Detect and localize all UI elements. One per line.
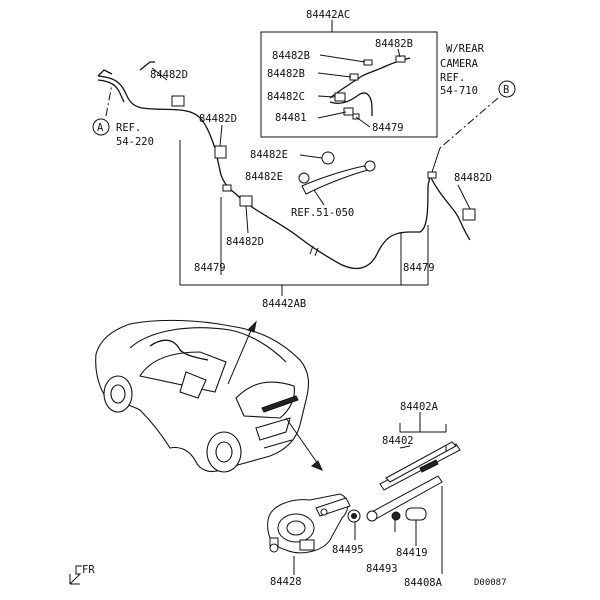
label-ref-a-1: REF. [116,122,141,134]
nozzle-84479-top [352,113,360,120]
label-circle-b: B [503,84,509,96]
label-84442ac: 84442AC [306,9,350,21]
label-w-rear-4: 54-710 [440,85,478,97]
label-84419: 84419 [396,547,428,559]
clip-84482b-3 [349,73,359,81]
ref-51-050-part [301,165,369,195]
nozzle-84479-right [427,171,437,179]
label-fr: FR [82,564,95,576]
label-84482d-left: 84482D [150,69,188,81]
label-84479-right: 84479 [403,262,435,274]
joint-84481 [343,107,354,116]
label-84482b-1: 84482B [272,50,310,62]
label-84442ab: 84442AB [262,298,306,310]
front-direction-arrow [69,565,82,585]
label-84402: 84402 [382,435,414,447]
washer-hose-upper [139,61,155,71]
clip-84482d-right [462,208,476,221]
label-84482b-2: 84482B [375,38,413,50]
clip-84482b-2 [395,55,406,63]
label-84479-top: 84479 [372,122,404,134]
clip-84482d-mid [214,145,227,159]
assembly-box-84442ac [260,31,438,138]
label-84495: 84495 [332,544,364,556]
label-84481: 84481 [275,112,307,124]
cover-84419 [405,507,427,521]
label-84428: 84428 [270,576,302,588]
clip-84482d-left [171,95,185,107]
label-w-rear-2: CAMERA [440,58,479,70]
label-84493: 84493 [366,563,398,575]
washer-hose-main [97,75,431,270]
assembly-bracket-84442ab [179,140,429,286]
label-circle-a: A [97,122,104,134]
label-84482e-1: 84482E [250,149,288,161]
label-ref-51-050: REF.51-050 [291,207,354,219]
label-84482d-low: 84482D [226,236,264,248]
label-84479-left: 84479 [194,262,226,274]
grommet-84482e-1 [321,151,335,165]
label-84482c: 84482C [267,91,305,103]
vehicle-outline [95,319,323,473]
hose-assembly [92,20,516,296]
wiper-assembly [354,412,461,574]
clip-84482b-1 [363,59,373,66]
label-w-rear-3: REF. [440,72,465,84]
label-84482b-3: 84482B [267,68,305,80]
clip-84482d-low [239,195,253,207]
ref-circle-a [92,118,110,136]
label-84482d-right: 84482D [454,172,492,184]
grommet-84482e-2 [298,172,310,184]
ref-line-b [439,97,499,149]
label-84482d-mid: 84482D [199,113,237,125]
nozzle-84479-left [222,184,232,192]
label-doc-code: D00087 [474,578,507,588]
label-w-rear-1: W/REAR [446,43,485,55]
label-ref-a-2: 54-220 [116,136,154,148]
nut-84493 [391,511,401,521]
ref-line-a [105,83,113,117]
label-84482e-2: 84482E [245,171,283,183]
label-84402a: 84402A [400,401,439,413]
wiper-arm-84408a [367,475,443,521]
wiper-motor-84428 [267,493,361,575]
clip-84482c [334,92,346,102]
label-84408a: 84408A [404,577,443,589]
ref-circle-b [498,80,516,98]
